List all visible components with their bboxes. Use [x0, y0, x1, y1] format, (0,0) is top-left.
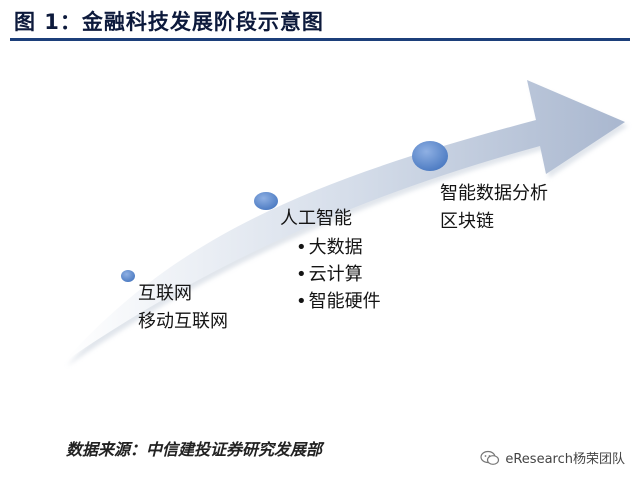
- stage-3-label: 智能数据分析 区块链: [440, 180, 548, 236]
- stage-2-bullets: 大数据 云计算 智能硬件: [296, 234, 381, 315]
- stage-3-line-1: 智能数据分析: [440, 183, 548, 204]
- stage-2-line-1: 人工智能: [280, 208, 352, 229]
- stage-2-bullet-3: 智能硬件: [296, 288, 381, 315]
- stage-2-dot: [254, 192, 278, 210]
- watermark-text: eResearch杨荣团队: [505, 452, 625, 467]
- watermark: eResearch杨荣团队: [480, 448, 625, 467]
- stage-3-line-2: 区块链: [440, 211, 494, 232]
- source-note: 数据来源：中信建投证券研究发展部: [66, 440, 323, 459]
- stage-1-line-1: 互联网: [138, 283, 192, 304]
- title-underline: [10, 38, 630, 41]
- stage-2-label: 人工智能: [280, 205, 352, 233]
- stage-1-line-2: 移动互联网: [138, 311, 228, 332]
- stage-2-bullet-1: 大数据: [296, 234, 381, 261]
- wechat-icon: [480, 450, 500, 466]
- stage-3-dot: [412, 141, 448, 171]
- curved-arrow: [64, 80, 625, 362]
- figure-title: 图 1：金融科技发展阶段示意图: [14, 10, 324, 34]
- stage-2-bullet-2: 云计算: [296, 261, 381, 288]
- stage-1-dot: [121, 270, 135, 282]
- stage-1-label: 互联网 移动互联网: [138, 280, 228, 336]
